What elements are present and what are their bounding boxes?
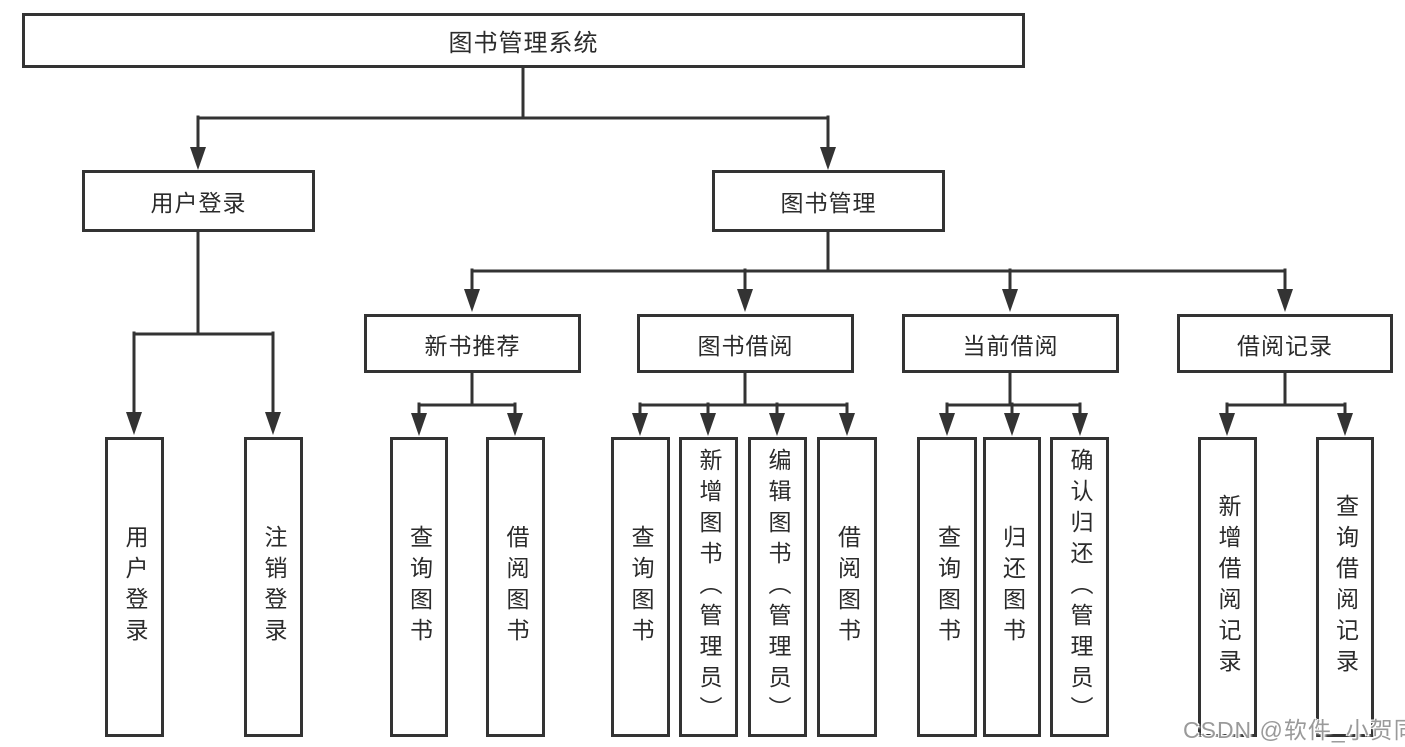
node-new-book-recommend: 新书推荐	[364, 314, 581, 373]
node-label: 新增图书（管理员）	[696, 447, 722, 727]
node-user-login: 用户登录	[82, 170, 315, 232]
node-label: 图书管理系统	[448, 30, 599, 57]
node-label: 新增借阅记录	[1215, 494, 1241, 680]
node-label: 编辑图书（管理员）	[765, 447, 791, 727]
node-label: 注销登录	[261, 525, 287, 649]
leaf-query-books-current: 查询图书	[917, 437, 977, 737]
node-borrowing-records: 借阅记录	[1177, 314, 1393, 373]
leaf-query-books-borrowing: 查询图书	[611, 437, 670, 737]
leaf-user-login: 用户登录	[105, 437, 164, 737]
node-label: 图书借阅	[697, 332, 794, 359]
node-library-management-system: 图书管理系统	[22, 13, 1025, 68]
leaf-confirm-return-admin: 确认归还（管理员）	[1050, 437, 1109, 737]
node-label: 确认归还（管理员）	[1067, 447, 1093, 727]
node-label: 借阅图书	[834, 525, 861, 649]
leaf-borrow-books-recommend: 借阅图书	[486, 437, 545, 737]
node-label: 当前借阅	[962, 332, 1059, 359]
leaf-add-borrow-record: 新增借阅记录	[1198, 437, 1257, 737]
leaf-query-books-recommend: 查询图书	[390, 437, 448, 737]
arrowhead-icons	[126, 147, 1353, 436]
node-label: 用户登录	[122, 525, 148, 649]
node-label: 用户登录	[150, 190, 247, 216]
node-current-borrowing: 当前借阅	[902, 314, 1119, 373]
node-label: 归还图书	[999, 525, 1026, 649]
node-label: 借阅记录	[1237, 332, 1333, 359]
csdn-watermark: CSDN @软件_小贺同学	[1183, 717, 1405, 743]
node-label: 借阅图书	[503, 525, 529, 649]
node-label: 查询图书	[406, 525, 433, 649]
node-label: 查询借阅记录	[1332, 494, 1359, 680]
leaf-query-borrow-record: 查询借阅记录	[1316, 437, 1374, 737]
node-label: 新书推荐	[424, 332, 521, 359]
node-label: 图书管理	[780, 190, 877, 216]
leaf-logout: 注销登录	[244, 437, 303, 737]
leaf-add-books-admin: 新增图书（管理员）	[679, 437, 738, 737]
leaf-return-books: 归还图书	[983, 437, 1041, 737]
node-label: 查询图书	[628, 525, 654, 649]
node-book-borrowing: 图书借阅	[637, 314, 854, 373]
leaf-borrow-books: 借阅图书	[817, 437, 877, 737]
node-label: 查询图书	[934, 525, 961, 649]
node-book-management: 图书管理	[712, 170, 945, 232]
leaf-edit-books-admin: 编辑图书（管理员）	[748, 437, 807, 737]
